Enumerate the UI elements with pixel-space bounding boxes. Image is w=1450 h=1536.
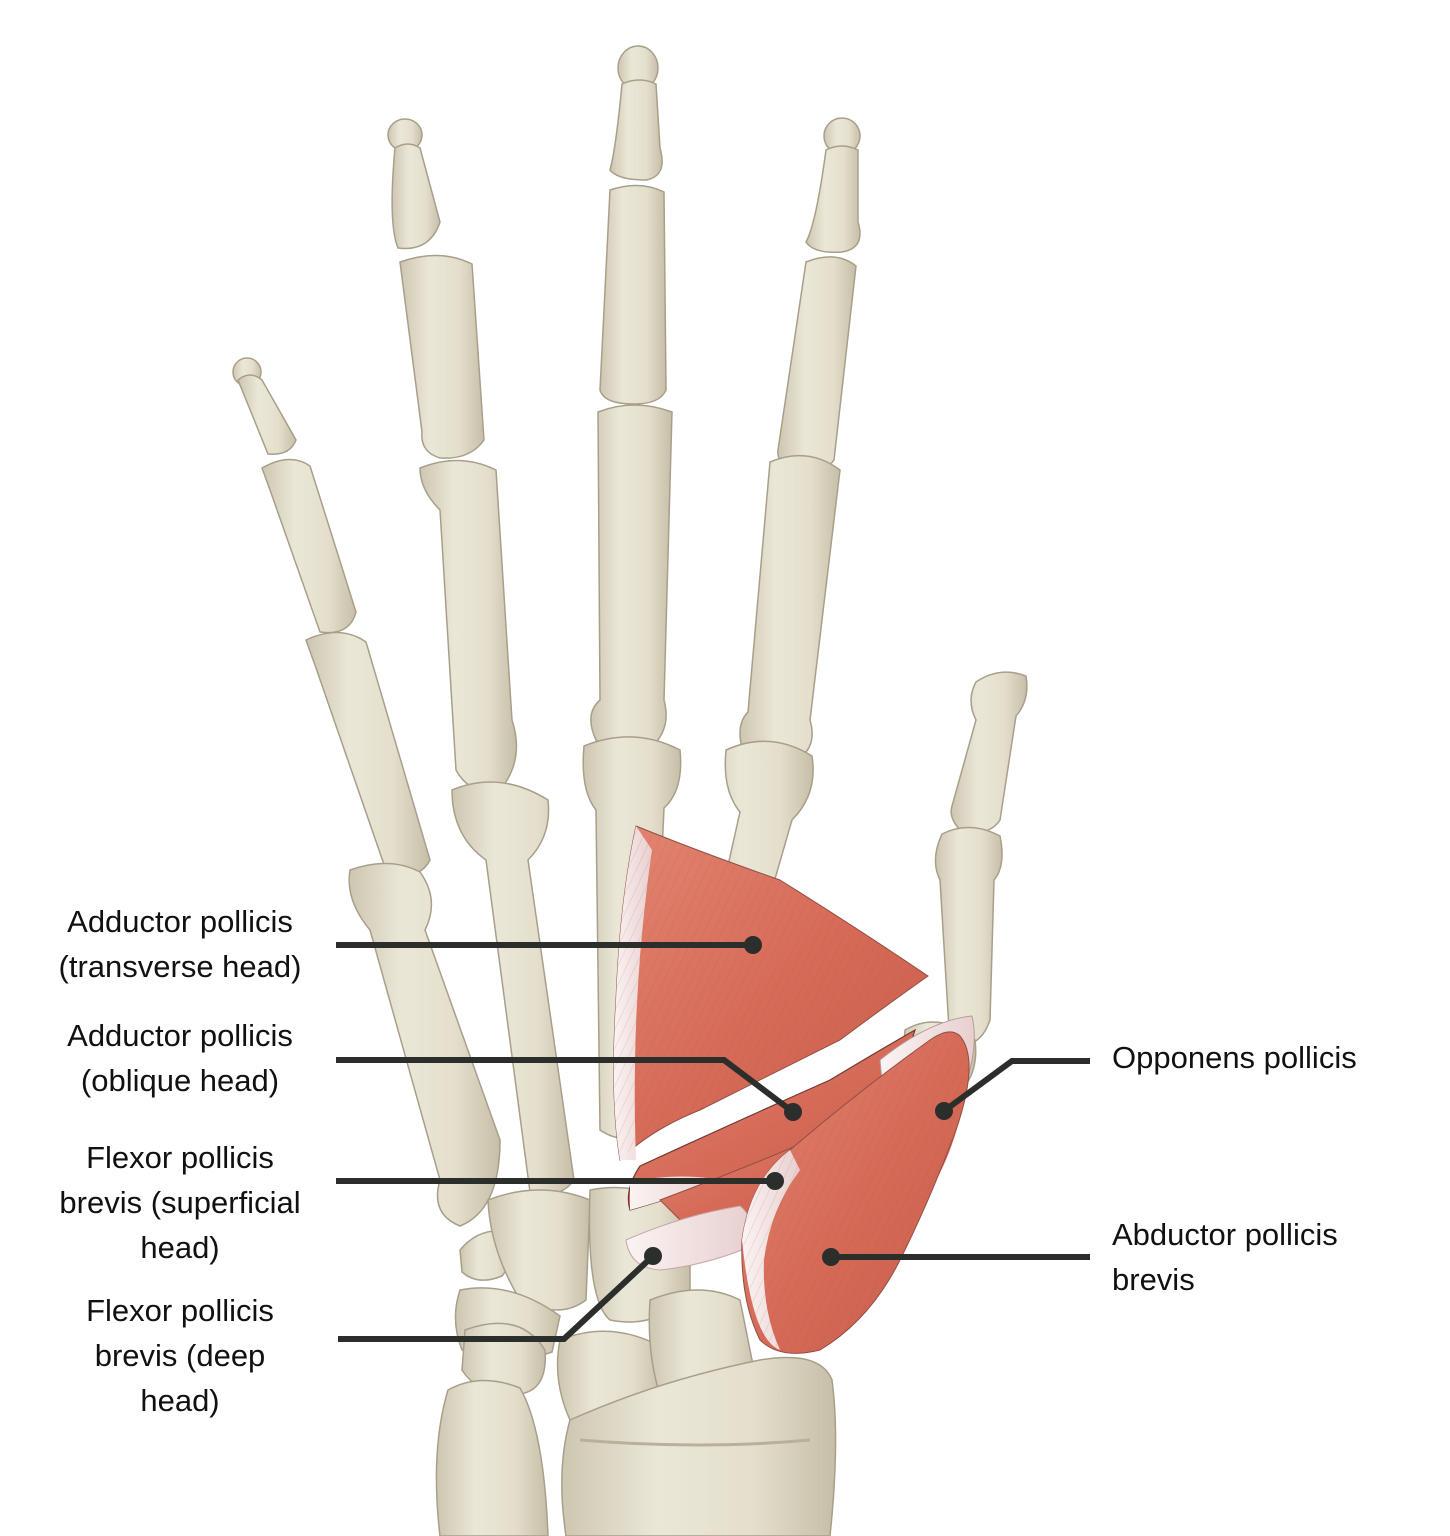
label-line: Adductor pollicis: [67, 904, 293, 939]
label-line: (oblique head): [80, 1063, 280, 1098]
leader-dots: [644, 936, 953, 1266]
label-line: Abductor pollicis: [1112, 1217, 1338, 1252]
thenar-muscles: [613, 825, 975, 1354]
leader-fpb-deep: [338, 1253, 656, 1342]
label-adductor-pollicis-transverse: Adductor pollicis (transverse head): [30, 899, 330, 989]
label-line: head): [140, 1230, 220, 1265]
dot-adductor-oblique: [784, 1103, 802, 1121]
label-adductor-pollicis-oblique: Adductor pollicis (oblique head): [30, 1013, 330, 1103]
label-line: Adductor pollicis: [67, 1018, 293, 1053]
little-finger-bones: [232, 357, 501, 1227]
leader-lines: [336, 942, 1090, 1342]
label-line: brevis (superficial: [59, 1185, 301, 1220]
label-line: head): [140, 1383, 220, 1418]
skeleton: [232, 45, 1028, 1536]
dot-fpb-deep: [644, 1247, 662, 1265]
label-line: brevis: [1112, 1262, 1195, 1297]
label-line: Flexor pollicis: [86, 1293, 274, 1328]
label-abductor-pollicis-brevis: Abductor pollicis brevis: [1112, 1212, 1338, 1302]
label-line: (transverse head): [58, 949, 302, 984]
adductor-pollicis-transverse-head: [613, 825, 929, 1162]
label-line: Flexor pollicis: [86, 1140, 274, 1175]
ring-finger-bones: [387, 118, 575, 1195]
abductor-pollicis-brevis: [741, 1031, 970, 1354]
label-flexor-pollicis-brevis-superficial: Flexor pollicis brevis (superficial head…: [30, 1135, 330, 1270]
label-line: Opponens pollicis: [1112, 1040, 1357, 1075]
dot-opponens: [935, 1102, 953, 1120]
leader-opponens: [942, 1058, 1090, 1114]
label-opponens-pollicis: Opponens pollicis: [1112, 1035, 1357, 1080]
dot-fpb-superficial: [766, 1172, 784, 1190]
leader-adductor-oblique: [336, 1057, 795, 1115]
dot-abductor: [822, 1248, 840, 1266]
dot-adductor-transverse: [744, 936, 762, 954]
label-flexor-pollicis-brevis-deep: Flexor pollicis brevis (deep head): [30, 1288, 330, 1423]
forearm-bones: [435, 1356, 837, 1536]
label-line: brevis (deep: [94, 1338, 266, 1373]
